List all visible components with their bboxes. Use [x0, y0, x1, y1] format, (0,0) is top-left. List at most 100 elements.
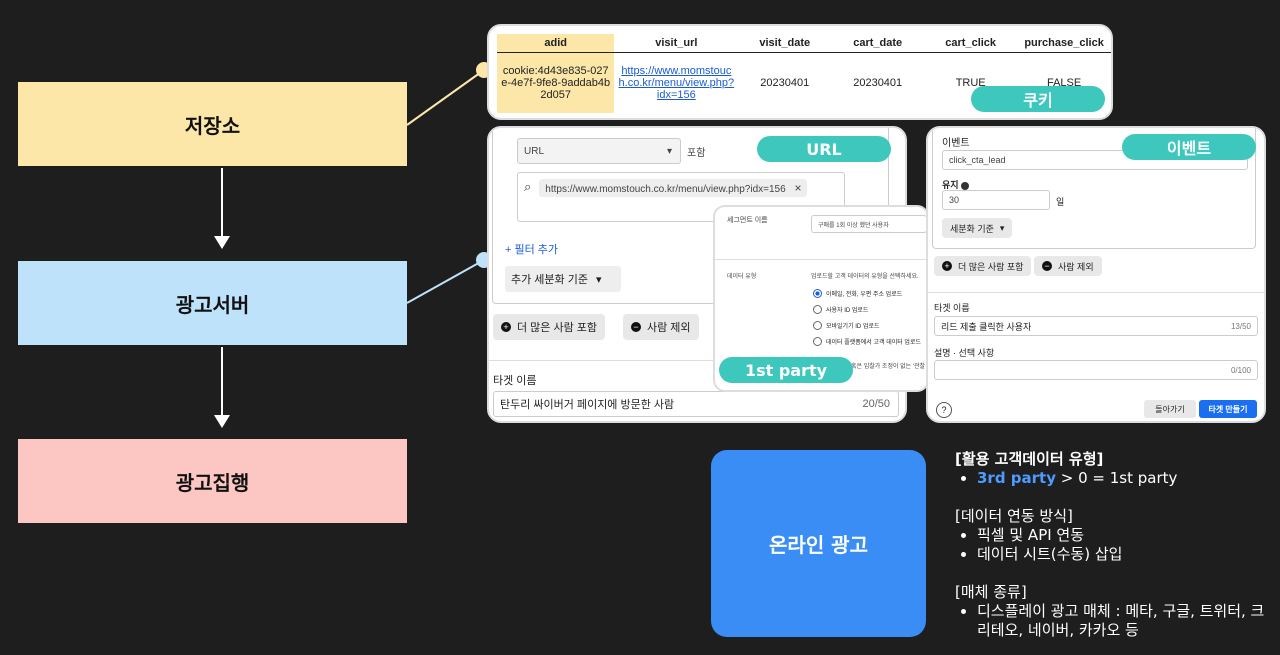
exclude-button[interactable]: − 사람 제외 — [623, 314, 699, 340]
cell-cart-date: 20230401 — [853, 77, 903, 89]
url-select-value: URL — [524, 145, 545, 157]
event-value: click_cta_lead — [949, 155, 1006, 165]
include-more-label: 더 많은 사람 포함 — [517, 322, 598, 334]
url-input-box[interactable]: ⌕ https://www.momstouch.co.kr/menu/view.… — [517, 172, 845, 222]
plus-icon: + — [501, 322, 511, 332]
radio-icon — [813, 305, 822, 314]
help-icon[interactable]: ? — [936, 402, 952, 418]
url-select[interactable]: URL ▾ — [517, 138, 681, 164]
online-ad-box: 온라인 광고 — [711, 450, 926, 637]
event-include-more-button[interactable]: + 더 많은 사람 포함 — [934, 256, 1032, 276]
add-breakdown-select[interactable]: 추가 세분화 기준 ▾ — [505, 266, 621, 292]
ad-execution-label: 광고집행 — [175, 470, 250, 495]
radio-option-1[interactable]: 사용자 ID 업로드 — [813, 305, 868, 314]
include-more-button[interactable]: + 더 많은 사람 포함 — [493, 314, 606, 340]
first-party-panel: 세그먼트 이름 구매를 1회 이상 했던 사용자 데이터 유형 업로드할 고객 … — [713, 205, 929, 392]
notes-section3-item-0: 디스플레이 광고 매체 : 메타, 구글, 트위터, 크리테오, 네이버, 카카… — [977, 602, 1267, 640]
col-cart-click: cart_click — [924, 34, 1018, 53]
info-icon — [961, 181, 970, 190]
add-filter-link[interactable]: + 필터 추가 — [505, 244, 559, 256]
target-name-label: 타겟 이름 — [493, 375, 537, 387]
col-purchase-click: purchase_click — [1017, 34, 1111, 53]
event-target-name-value: 리드 제출 클릭한 사용자 — [941, 321, 1032, 332]
arrow-storage-to-server — [221, 168, 223, 238]
desc-label: 설명 · 선택 사항 — [934, 348, 995, 358]
url-chip-text: https://www.momstouch.co.kr/menu/view.ph… — [545, 184, 786, 195]
radio-icon — [813, 337, 822, 346]
exclude-label: 사람 제외 — [647, 322, 691, 334]
radio-label-3: 데이터 플랫폼에서 고객 데이터 업로드 — [826, 340, 921, 346]
create-target-button[interactable]: 타겟 만들기 — [1199, 400, 1257, 418]
desc-input[interactable]: 0/100 — [934, 360, 1258, 380]
notes-section2-item-1: 데이터 시트(수동) 삽입 — [977, 545, 1267, 564]
breakdown-select[interactable]: 세분화 기준 ▾ — [942, 218, 1013, 238]
radio-label-2: 모바일기기 ID 업로드 — [826, 324, 880, 330]
notes-section2-item-0: 픽셀 및 API 연동 — [977, 526, 1267, 545]
cookie-panel: adid visit_url visit_date cart_date cart… — [487, 24, 1113, 120]
data-type-label: 데이터 유형 — [727, 274, 757, 280]
retention-unit: 일 — [1056, 197, 1065, 207]
radio-selected-icon — [813, 289, 822, 298]
ad-server-box: 광고서버 — [18, 261, 407, 345]
storage-box: 저장소 — [18, 82, 407, 166]
event-include-more-label: 더 많은 사람 포함 — [958, 261, 1024, 272]
online-ad-label: 온라인 광고 — [769, 533, 868, 557]
cookie-pill: 쿠키 — [971, 86, 1105, 112]
event-select[interactable]: click_cta_lead — [942, 150, 1248, 170]
arrow-head-1 — [214, 236, 230, 249]
minus-icon: − — [631, 322, 641, 332]
notes-section3-title: [매체 종류] — [955, 583, 1027, 601]
event-target-name-input[interactable]: 리드 제출 클릭한 사용자 13/50 — [934, 316, 1258, 336]
operator-value: 포함 — [687, 147, 706, 159]
retention-label-text: 유지 — [942, 180, 959, 190]
event-pill: 이벤트 — [1122, 134, 1256, 160]
arrow-server-to-execution — [221, 347, 223, 417]
chevron-down-icon: ▾ — [666, 145, 672, 157]
radio-option-0[interactable]: 이메일, 전화, 우편 주소 업로드 — [813, 289, 902, 298]
retention-value: 30 — [949, 195, 960, 205]
col-visit-date: visit_date — [738, 34, 832, 53]
target-name-value: 탄두리 싸이버거 페이지에 방문한 사람 — [500, 399, 675, 411]
radio-option-3[interactable]: 데이터 플랫폼에서 고객 데이터 업로드 — [813, 337, 921, 346]
target-name-counter: 20/50 — [862, 398, 890, 410]
back-button[interactable]: 돌아가기 — [1144, 400, 1196, 418]
url-chip: https://www.momstouch.co.kr/menu/view.ph… — [539, 179, 808, 197]
data-type-desc: 업로드할 고객 데이터의 유형을 선택하세요. — [811, 274, 919, 280]
target-name-input[interactable]: 탄두리 싸이버거 페이지에 방문한 사람 20/50 — [493, 391, 899, 417]
radio-label-1: 사용자 ID 업로드 — [826, 308, 869, 314]
footer-note: 혹은 입찰가 조정이 없는 '관찰 — [851, 364, 926, 370]
search-icon: ⌕ — [524, 179, 532, 194]
operator-select[interactable]: 포함 — [681, 138, 801, 164]
desc-counter: 0/100 — [1230, 365, 1251, 375]
event-target-counter: 13/50 — [1230, 321, 1251, 331]
retention-input[interactable]: 30 — [942, 190, 1050, 210]
third-party-rest: > 0 = 1st party — [1056, 469, 1178, 487]
cell-visit-date: 20230401 — [760, 77, 810, 89]
url-pill: URL — [757, 136, 891, 162]
event-label: 이벤트 — [942, 138, 970, 149]
cell-visit-url[interactable]: https://www.momstouch.co.kr/menu/view.ph… — [618, 65, 735, 101]
col-adid: adid — [497, 34, 615, 53]
event-exclude-label: 사람 제외 — [1058, 261, 1094, 272]
notes-section2-title: [데이터 연동 방식] — [955, 507, 1073, 525]
radio-label-0: 이메일, 전화, 우편 주소 업로드 — [826, 292, 903, 298]
cell-adid: cookie:4d43e835-027e-4e7f-9fe8-9addab4b2… — [497, 52, 615, 113]
ad-server-label: 광고서버 — [175, 292, 250, 317]
event-exclude-button[interactable]: − 사람 제외 — [1034, 256, 1102, 276]
plus-icon: + — [942, 261, 952, 271]
minus-icon: − — [1042, 261, 1052, 271]
notes-section1-item: 3rd party > 0 = 1st party — [977, 469, 1267, 488]
close-icon[interactable]: × — [794, 181, 802, 195]
notes: [활용 고객데이터 유형] 3rd party > 0 = 1st party … — [955, 450, 1267, 640]
cookie-table: adid visit_url visit_date cart_date cart… — [497, 34, 1111, 113]
radio-option-2[interactable]: 모바일기기 ID 업로드 — [813, 321, 880, 330]
retention-label: 유지 — [942, 178, 970, 191]
col-visit-url: visit_url — [614, 34, 739, 53]
arrow-head-2 — [214, 415, 230, 428]
event-panel: 이벤트 click_cta_lead 유지 30 일 세분화 기준 ▾ + 더 … — [926, 126, 1266, 423]
breakdown-label: 세분화 기준 — [950, 223, 994, 234]
segment-label: 세그먼트 이름 — [727, 217, 768, 224]
col-cart-date: cart_date — [831, 34, 925, 53]
segment-input[interactable]: 구매를 1회 이상 했던 사용자 — [811, 215, 927, 233]
chevron-down-icon: ▾ — [595, 273, 602, 286]
